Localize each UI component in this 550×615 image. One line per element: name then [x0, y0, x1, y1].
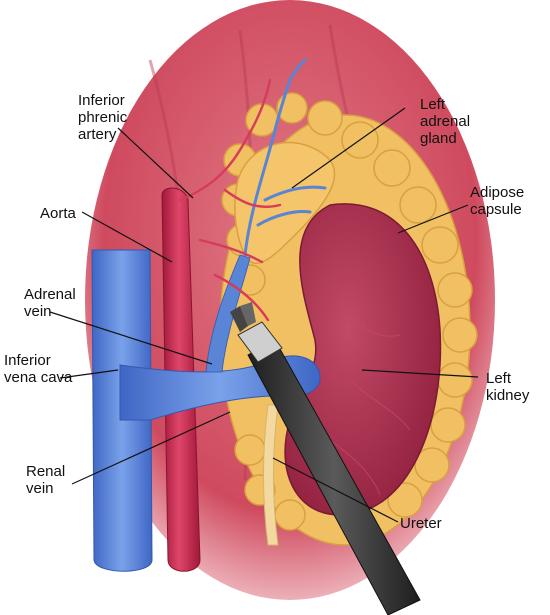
leader-inferior-phrenic-artery [117, 127, 194, 199]
leader-left-adrenal-gland [291, 107, 406, 189]
laparoscopic-instrument [230, 302, 421, 615]
leader-lines [49, 107, 479, 523]
leader-ureter [272, 457, 399, 523]
leader-left-kidney [361, 369, 479, 378]
ureter-vessel [263, 404, 279, 546]
label-ureter: Ureter [400, 515, 442, 532]
adrenal-gland [234, 141, 336, 264]
label-renal-vein: Renal vein [26, 463, 66, 497]
adrenal-vein-vessel [205, 254, 251, 373]
adrenal-venous-branches [243, 58, 327, 257]
phrenic-artery-branches [178, 78, 282, 322]
label-inferior-phrenic-artery: Inferior phrenic artery [78, 92, 128, 143]
leader-aorta [81, 211, 173, 263]
label-adipose-capsule: Adipose capsule [470, 184, 525, 218]
label-adrenal-vein: Adrenal vein [24, 286, 76, 320]
leader-renal-vein [71, 411, 231, 485]
label-inferior-vena-cava: Inferior vena cava [4, 352, 73, 386]
label-left-adrenal-gland: Left adrenal gland [420, 96, 471, 147]
leader-inferior-vena-cava [59, 369, 119, 379]
leader-adipose-capsule [397, 204, 469, 234]
leader-adrenal-vein [49, 311, 213, 365]
label-aorta: Aorta [40, 205, 76, 222]
kidney-capillaries [329, 299, 411, 496]
label-left-kidney: Left kidney [486, 370, 530, 404]
